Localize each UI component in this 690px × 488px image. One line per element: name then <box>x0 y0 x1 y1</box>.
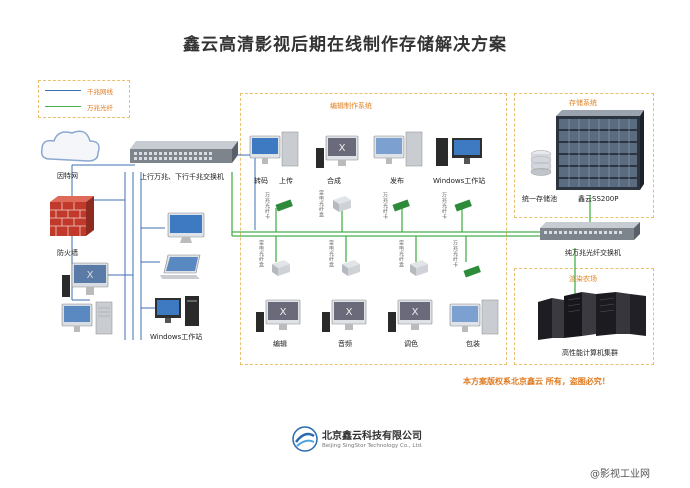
legend-fiber-label: 万兆光纤 <box>87 104 113 112</box>
editing-system-box <box>240 93 507 365</box>
internet-label: 因特网 <box>57 172 78 180</box>
thunderbolt-box-label: 雷电光纤盒 <box>398 240 404 268</box>
packaging-workstation-icon <box>449 299 499 335</box>
fiber-card-label: 万兆光纤卡 <box>452 240 458 268</box>
color-grading-workstation-icon: X <box>388 299 433 332</box>
unified-pool-label: 统一存储池 <box>522 195 557 203</box>
upload-label: 上传 <box>279 177 293 185</box>
mac-workstation-icon: X <box>62 262 109 297</box>
gigabit-switch-label: 上行万兆、下行千兆交换机 <box>140 173 224 181</box>
fiber-switch-label: 纯万兆光纤交换机 <box>565 249 621 257</box>
legend-gigabit-label: 千兆网线 <box>87 88 113 96</box>
compute-cluster-icon <box>538 292 646 340</box>
thunderbolt-box-icon <box>342 260 360 276</box>
windows-workstation-icon <box>436 138 482 166</box>
fiber-card-icon <box>463 265 481 278</box>
watermark: @影视工业网 <box>590 469 650 480</box>
thunderbolt-box-label: 雷电光纤盒 <box>328 240 334 268</box>
storage-system-title: 存储系统 <box>569 99 597 107</box>
thunderbolt-box-icon <box>333 196 351 212</box>
audio-label: 音频 <box>338 340 352 348</box>
compositing-label: 合成 <box>327 177 341 185</box>
windows-pc-icon <box>155 296 199 326</box>
company-name-cn: 北京鑫云科技有限公司 <box>322 431 422 442</box>
fiber-card-label: 万兆光纤卡 <box>264 192 270 220</box>
mac-pro-workstation-icon <box>61 301 113 335</box>
publish-workstation-icon <box>373 131 423 167</box>
gigabit-switch-icon <box>130 141 238 163</box>
editing-workstation-icon: X <box>256 299 301 332</box>
svg-text:X: X <box>280 307 287 318</box>
svg-text:X: X <box>346 307 353 318</box>
audio-workstation-icon: X <box>322 299 367 332</box>
render-farm-title: 渲染农场 <box>569 275 597 283</box>
thunderbolt-box-label: 雷电光纤盒 <box>258 240 264 268</box>
compute-cluster-label: 高性能计算机集群 <box>562 349 618 357</box>
storage-model-label: 鑫云SS200P <box>578 195 619 203</box>
storage-rack-icon <box>556 110 644 190</box>
copyright-notice: 本方案版权系北京鑫云 所有，盗图必究！ <box>463 377 610 386</box>
packaging-label: 包装 <box>466 340 480 348</box>
thunderbolt-box-icon <box>410 260 428 276</box>
page-title: 鑫云高清影视后期在线制作存储解决方案 <box>183 35 507 55</box>
editing-system-title: 编辑制作系统 <box>330 102 372 110</box>
storage-system-box <box>514 93 654 218</box>
cloud-icon <box>40 130 100 162</box>
company-logo-icon <box>292 426 318 452</box>
render-farm-box <box>514 268 654 365</box>
storage-pool-icon <box>530 150 552 176</box>
fiber-switch-icon <box>540 222 640 240</box>
fiber-card-icon <box>275 199 293 212</box>
svg-text:X: X <box>412 307 419 318</box>
fiber-card-label: 万兆光纤卡 <box>441 192 447 220</box>
legend: 千兆网线 万兆光纤 <box>38 80 130 118</box>
laptop-icon <box>160 254 201 279</box>
transcode-workstation-icon <box>249 131 299 167</box>
firewall-icon <box>50 196 94 236</box>
firewall-label: 防火墙 <box>57 249 78 257</box>
fiber-card-label: 万兆光纤卡 <box>382 192 388 220</box>
left-windows-workstation-label: Windows工作站 <box>150 333 203 341</box>
svg-text:X: X <box>339 143 346 154</box>
legend-fiber-line <box>45 106 81 107</box>
company-name-en: Beijing SingStor Technology Co., Ltd. <box>322 443 423 449</box>
editing-label: 编辑 <box>273 340 287 348</box>
compositing-workstation-icon: X <box>316 135 359 168</box>
fiber-card-icon <box>392 199 410 212</box>
color-grading-label: 调色 <box>404 340 418 348</box>
fiber-card-icon <box>454 199 472 212</box>
thunderbolt-box-icon <box>272 260 290 276</box>
svg-text:X: X <box>87 270 94 281</box>
publish-label: 发布 <box>390 177 404 185</box>
legend-gigabit-line <box>45 90 81 91</box>
thunderbolt-box-label: 雷电光纤盒 <box>318 190 324 218</box>
imac-icon <box>167 212 205 243</box>
transcode-label: 转码 <box>254 177 268 185</box>
windows-workstation-label: Windows工作站 <box>433 177 486 185</box>
